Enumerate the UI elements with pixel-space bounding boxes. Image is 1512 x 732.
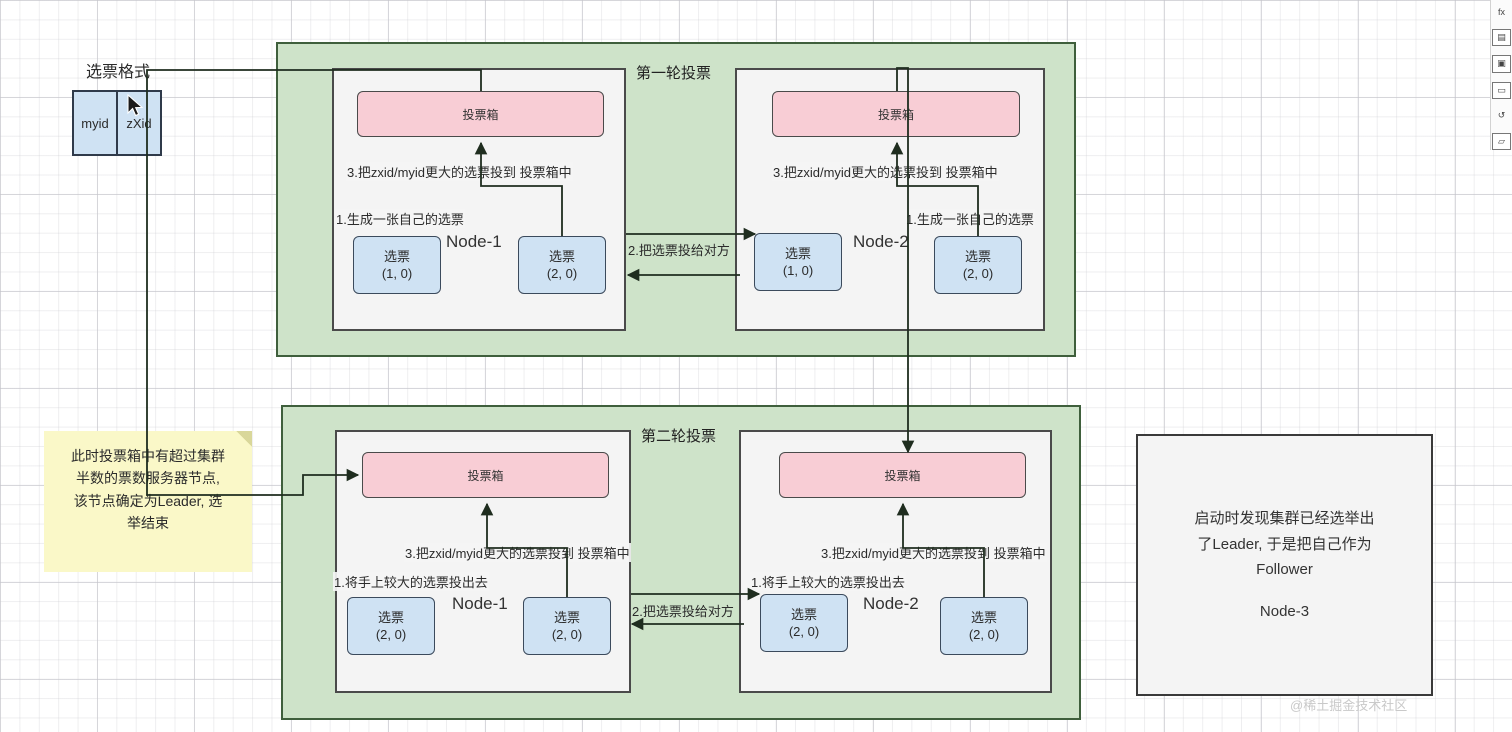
- round-2-node-1-vote-right[interactable]: 选票 (2, 0): [523, 597, 611, 655]
- ticket-cell-zxid: zXid: [116, 92, 160, 154]
- round-2-node-1-step1-label: 1.将手上较大的选票投出去: [333, 572, 489, 591]
- right-toolbar[interactable]: fx ▤ ▣ ▭ ↺ ▱: [1490, 0, 1512, 150]
- round-1-node-2-vote-own[interactable]: 选票 (2, 0): [934, 236, 1022, 294]
- format-panel-icon[interactable]: fx: [1497, 6, 1505, 17]
- round-2-node-2-name: Node-2: [863, 594, 919, 613]
- round-2-exchange-label: 2.把选票投给对方: [631, 601, 735, 620]
- sticky-note-fold-icon: [236, 431, 252, 447]
- round-2-node-2-vote-left[interactable]: 选票 (2, 0): [760, 594, 848, 652]
- round-2-node-2-step3-label: 3.把zxid/myid更大的选票投到 投票箱中: [820, 543, 1047, 562]
- vote-value: (2, 0): [962, 266, 994, 281]
- round-2-node-2-step1-label: 1.将手上较大的选票投出去: [750, 572, 906, 591]
- vote-title: 选票: [964, 248, 991, 264]
- vote-title: 选票: [790, 606, 817, 622]
- round-1-node-2-ballot-box[interactable]: 投票箱: [772, 91, 1020, 137]
- round-1-node-2-step1-label: 1.生成一张自己的选票: [905, 209, 1035, 228]
- round-1-node-2-vote-received[interactable]: 选票 (1, 0): [754, 233, 842, 291]
- vote-value: (2, 0): [968, 627, 1000, 642]
- sticky-note-line-3: 该节点确定为Leader, 选: [73, 492, 223, 509]
- round-2-node-2-vote-right[interactable]: 选票 (2, 0): [940, 597, 1028, 655]
- round-2-node-2-ballot-box[interactable]: 投票箱: [779, 452, 1026, 498]
- vote-title: 选票: [553, 609, 580, 625]
- sticky-note-line-1: 此时投票箱中有超过集群: [71, 448, 225, 464]
- vote-title: 选票: [383, 248, 410, 264]
- round-1-node-1-vote-own[interactable]: 选票 (1, 0): [353, 236, 441, 294]
- ticket-format-shape[interactable]: myid zXid: [72, 90, 162, 156]
- round-2-title: 第二轮投票: [641, 428, 717, 445]
- vote-value: (2, 0): [375, 627, 407, 642]
- vote-title: 选票: [784, 245, 811, 261]
- undo-icon[interactable]: ↺: [1497, 110, 1506, 121]
- vote-title: 选票: [970, 609, 997, 625]
- vote-value: (1, 0): [381, 266, 413, 281]
- round-1-node-1-step3-label: 3.把zxid/myid更大的选票投到 投票箱中: [346, 162, 573, 181]
- image-icon[interactable]: ▣: [1492, 55, 1511, 73]
- round-1-node-1-vote-received[interactable]: 选票 (2, 0): [518, 236, 606, 294]
- round-2-node-1-ballot-box[interactable]: 投票箱: [362, 452, 609, 498]
- round-2-node-1-step3-label: 3.把zxid/myid更大的选票投到 投票箱中: [404, 543, 631, 562]
- vote-value: (1, 0): [782, 263, 814, 278]
- watermark: @稀土掘金技术社区: [1290, 698, 1408, 713]
- vote-value: (2, 0): [788, 624, 820, 639]
- round-2-node-1-vote-left[interactable]: 选票 (2, 0): [347, 597, 435, 655]
- legend-title: 选票格式: [86, 64, 151, 81]
- node-3-box[interactable]: 启动时发现集群已经选举出 了Leader, 于是把自己作为 Follower N…: [1136, 434, 1433, 696]
- vote-title: 选票: [377, 609, 404, 625]
- vote-title: 选票: [548, 248, 575, 264]
- round-1-node-2-name: Node-2: [853, 232, 909, 251]
- sticky-note-line-2: 半数的票数服务器节点,: [76, 470, 220, 487]
- sticky-note-line-4: 举结束: [127, 515, 169, 532]
- node-3-desc-line-2: 了Leader, 于是把自己作为: [1197, 535, 1372, 553]
- node-3-desc-line-3: Follower: [1256, 561, 1313, 578]
- save-icon[interactable]: ▤: [1492, 28, 1511, 46]
- round-1-node-1-step1-label: 1.生成一张自己的选票: [335, 209, 465, 228]
- round-1-title: 第一轮投票: [636, 65, 712, 82]
- round-2-node-1-name: Node-1: [452, 594, 508, 613]
- round-1-exchange-label: 2.把选票投给对方: [627, 240, 731, 259]
- vote-value: (2, 0): [546, 266, 578, 281]
- node-3-desc-line-1: 启动时发现集群已经选举出: [1194, 510, 1375, 527]
- shape-icon[interactable]: ▭: [1492, 81, 1511, 99]
- node-3-name: Node-3: [1259, 602, 1310, 620]
- ticket-cell-myid: myid: [81, 115, 109, 131]
- sticky-note[interactable]: 此时投票箱中有超过集群 半数的票数服务器节点, 该节点确定为Leader, 选 …: [44, 431, 252, 572]
- vote-value: (2, 0): [551, 627, 583, 642]
- round-1-node-1-name: Node-1: [446, 232, 502, 251]
- round-1-node-1-ballot-box[interactable]: 投票箱: [357, 91, 604, 137]
- comment-icon[interactable]: ▱: [1492, 132, 1511, 150]
- round-1-node-2-step3-label: 3.把zxid/myid更大的选票投到 投票箱中: [772, 162, 999, 181]
